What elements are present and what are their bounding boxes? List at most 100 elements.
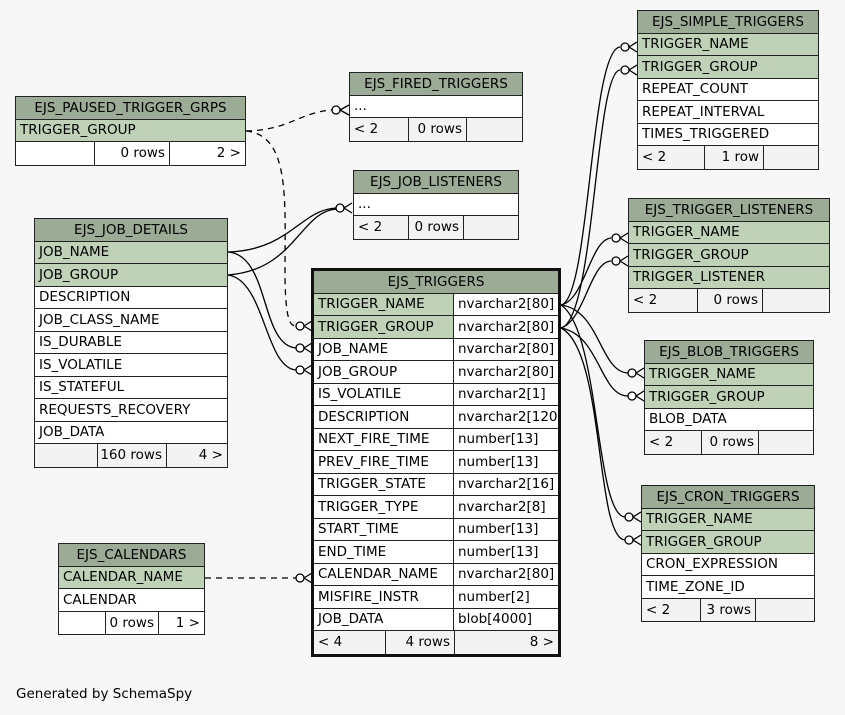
parents-count: [16, 142, 94, 165]
row-count: 4 rows: [385, 631, 454, 654]
column-repeat-interval[interactable]: REPEAT_INTERVAL: [642, 103, 765, 120]
table-title[interactable]: EJS_BLOB_TRIGGERS: [645, 341, 813, 364]
column-calendar-name[interactable]: CALENDAR_NAME: [318, 566, 438, 583]
parents-count: [59, 611, 105, 634]
column-next-fire-time[interactable]: NEXT_FIRE_TIME: [318, 431, 430, 448]
column-job-data[interactable]: JOB_DATA: [318, 611, 384, 628]
column-blob-data[interactable]: BLOB_DATA: [649, 411, 727, 428]
column-trigger-group[interactable]: TRIGGER_GROUP: [646, 533, 762, 550]
column-misfire-instr[interactable]: MISFIRE_INSTR: [318, 588, 419, 605]
row-count: 1 row: [704, 146, 763, 169]
parents-count: < 2: [645, 431, 701, 454]
column-trigger-name[interactable]: TRIGGER_NAME: [633, 224, 740, 241]
column-is-volatile[interactable]: IS_VOLATILE: [39, 356, 123, 373]
column-start-time[interactable]: START_TIME: [318, 521, 399, 538]
column-description[interactable]: DESCRIPTION: [318, 408, 410, 425]
parents-count: < 4: [314, 631, 385, 654]
table-title[interactable]: EJS_CRON_TRIGGERS: [642, 486, 814, 509]
column-time-zone-id[interactable]: TIME_ZONE_ID: [646, 578, 745, 595]
table-trigger-listeners[interactable]: EJS_TRIGGER_LISTENERS TRIGGER_NAME TRIGG…: [628, 198, 830, 313]
column-times-triggered[interactable]: TIMES_TRIGGERED: [642, 126, 770, 143]
row-count: 3 rows: [700, 598, 755, 621]
table-job-listeners[interactable]: EJS_JOB_LISTENERS ... < 2 0 rows: [353, 170, 519, 240]
column-repeat-count[interactable]: REPEAT_COUNT: [642, 81, 749, 98]
link-tlist-group: [560, 260, 612, 329]
link-paused-triggers: [245, 130, 297, 327]
table-title[interactable]: EJS_FIRED_TRIGGERS: [350, 73, 522, 96]
table-title[interactable]: EJS_SIMPLE_TRIGGERS: [638, 11, 818, 34]
table-job-details[interactable]: EJS_JOB_DETAILS JOB_NAME JOB_GROUP DESCR…: [34, 218, 228, 468]
column-type: nvarchar2[80]: [453, 316, 558, 338]
column-job-class-name[interactable]: JOB_CLASS_NAME: [39, 311, 160, 328]
column-requests-recovery[interactable]: REQUESTS_RECOVERY: [39, 401, 191, 418]
column-ellipsis[interactable]: ...: [358, 196, 371, 213]
table-title[interactable]: EJS_TRIGGERS: [314, 271, 558, 294]
table-title[interactable]: EJS_JOB_DETAILS: [35, 219, 227, 242]
table-blob-triggers[interactable]: EJS_BLOB_TRIGGERS TRIGGER_NAME TRIGGER_G…: [644, 340, 814, 455]
parents-count: < 2: [642, 598, 700, 621]
children-count: [755, 598, 814, 621]
row-count: 0 rows: [94, 142, 169, 165]
column-type: nvarchar2[80]: [453, 293, 558, 315]
column-trigger-name[interactable]: TRIGGER_NAME: [649, 366, 756, 383]
parents-count: < 2: [354, 216, 408, 239]
table-simple-triggers[interactable]: EJS_SIMPLE_TRIGGERS TRIGGER_NAME TRIGGER…: [637, 10, 819, 170]
column-trigger-state[interactable]: TRIGGER_STATE: [318, 476, 426, 493]
column-trigger-listener[interactable]: TRIGGER_LISTENER: [633, 269, 766, 286]
table-triggers[interactable]: EJS_TRIGGERS TRIGGER_NAME nvarchar2[80] T…: [311, 268, 561, 657]
column-calendar-name[interactable]: CALENDAR_NAME: [63, 569, 183, 586]
link-blob-group: [560, 327, 629, 397]
parents-count: < 2: [638, 146, 704, 169]
link-cron-group: [560, 327, 626, 541]
table-title[interactable]: EJS_TRIGGER_LISTENERS: [629, 199, 829, 222]
column-type: nvarchar2[80]: [453, 338, 558, 360]
table-calendars[interactable]: EJS_CALENDARS CALENDAR_NAME CALENDAR 0 r…: [58, 543, 205, 635]
table-cron-triggers[interactable]: EJS_CRON_TRIGGERS TRIGGER_NAME TRIGGER_G…: [641, 485, 815, 622]
column-job-group[interactable]: JOB_GROUP: [39, 266, 119, 283]
column-job-group[interactable]: JOB_GROUP: [318, 363, 398, 380]
column-ellipsis[interactable]: ...: [354, 98, 367, 115]
column-trigger-type[interactable]: TRIGGER_TYPE: [318, 498, 419, 515]
parents-count: < 2: [629, 289, 697, 312]
column-is-durable[interactable]: IS_DURABLE: [39, 334, 122, 351]
table-title[interactable]: EJS_CALENDARS: [59, 544, 204, 567]
generated-by-label: Generated by SchemaSpy: [16, 686, 193, 702]
column-trigger-group[interactable]: TRIGGER_GROUP: [20, 122, 136, 139]
column-job-name[interactable]: JOB_NAME: [39, 244, 110, 261]
column-is-stateful[interactable]: IS_STATEFUL: [39, 379, 125, 396]
column-trigger-group[interactable]: TRIGGER_GROUP: [642, 58, 758, 75]
column-type: nvarchar2[8]: [453, 496, 558, 518]
parents-count: [35, 444, 97, 467]
column-trigger-name[interactable]: TRIGGER_NAME: [642, 36, 749, 53]
row-count: 0 rows: [408, 216, 463, 239]
column-end-time[interactable]: END_TIME: [318, 543, 387, 560]
column-trigger-name[interactable]: TRIGGER_NAME: [646, 511, 753, 528]
link-job-group: [227, 274, 297, 371]
column-job-data[interactable]: JOB_DATA: [39, 424, 105, 441]
column-description[interactable]: DESCRIPTION: [39, 289, 131, 306]
column-trigger-group[interactable]: TRIGGER_GROUP: [318, 318, 434, 335]
children-count: 4 >: [166, 444, 227, 467]
column-job-name[interactable]: JOB_NAME: [318, 341, 389, 358]
table-fired-triggers[interactable]: EJS_FIRED_TRIGGERS ... < 2 0 rows: [349, 72, 523, 142]
column-cron-expression[interactable]: CRON_EXPRESSION: [646, 556, 778, 573]
link-listener-group: [227, 208, 337, 276]
table-title[interactable]: EJS_PAUSED_TRIGGER_GRPS: [16, 97, 245, 120]
column-type: number[13]: [453, 451, 558, 473]
column-prev-fire-time[interactable]: PREV_FIRE_TIME: [318, 453, 429, 470]
link-job-name: [227, 251, 297, 349]
table-paused-trigger-grps[interactable]: EJS_PAUSED_TRIGGER_GRPS TRIGGER_GROUP 0 …: [15, 96, 246, 166]
column-trigger-group[interactable]: TRIGGER_GROUP: [633, 246, 749, 263]
children-count: 8 >: [454, 631, 558, 654]
column-type: nvarchar2[16]: [453, 473, 558, 495]
link-simple-group: [560, 69, 621, 329]
table-title[interactable]: EJS_JOB_LISTENERS: [354, 171, 518, 194]
column-type: nvarchar2[80]: [453, 563, 558, 585]
column-is-volatile[interactable]: IS_VOLATILE: [318, 386, 402, 403]
column-calendar[interactable]: CALENDAR: [63, 591, 137, 608]
column-trigger-group[interactable]: TRIGGER_GROUP: [649, 388, 765, 405]
children-count: [463, 216, 518, 239]
column-trigger-name[interactable]: TRIGGER_NAME: [318, 296, 425, 313]
link-simple-name: [560, 46, 621, 306]
children-count: [466, 118, 522, 141]
